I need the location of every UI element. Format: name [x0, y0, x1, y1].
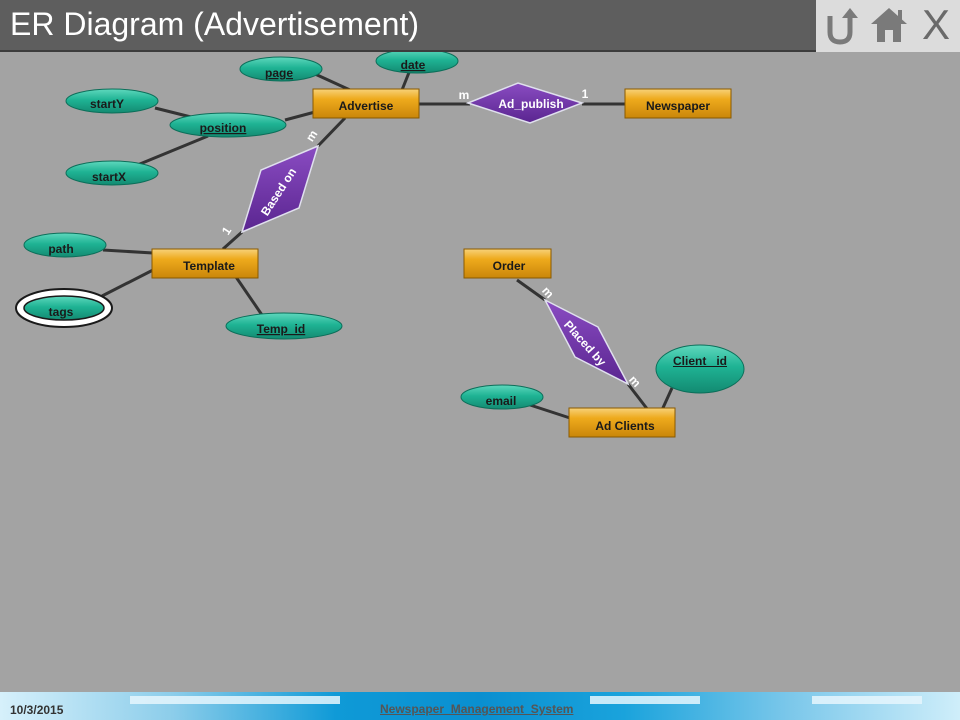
attribute-label: email: [486, 394, 517, 408]
attribute-label: path: [48, 242, 73, 256]
relationship-ad-publish[interactable]: Ad_publish: [465, 82, 585, 124]
attribute-client-id[interactable]: Client _id: [655, 344, 745, 394]
line-position-startx: [134, 134, 209, 168]
attribute-date[interactable]: date: [375, 52, 459, 74]
cardinality-adpublish-advertise: m: [459, 88, 470, 102]
footer-title: Newspaper_Management_System: [380, 702, 574, 716]
attribute-starty[interactable]: startY: [65, 88, 159, 114]
footer-bar: 10/3/2015 Newspaper_Management_System: [0, 692, 960, 720]
connector-lines: [101, 69, 674, 420]
attribute-label: page: [265, 66, 293, 80]
footer-stripe: [590, 696, 700, 704]
line-basedon-template: [221, 230, 244, 251]
back-icon[interactable]: [820, 2, 860, 48]
attribute-temp-id[interactable]: Temp_id: [225, 312, 343, 340]
er-diagram: Ad_publish Based on Placed by Advertise …: [15, 52, 745, 438]
close-icon[interactable]: X: [921, 1, 950, 48]
nav-controls: X: [816, 0, 960, 52]
entity-template[interactable]: Template: [151, 248, 259, 279]
entity-label: Ad Clients: [595, 419, 655, 433]
entity-order[interactable]: Order: [463, 248, 552, 279]
attribute-label: position: [200, 121, 247, 135]
line-clientid-clients: [660, 387, 674, 411]
line-advertise-basedon: [316, 116, 347, 148]
line-position-advertise: [284, 110, 316, 122]
page-title: ER Diagram (Advertisement): [10, 6, 419, 42]
line-page-advertise: [314, 72, 351, 92]
line-order-placedby: [516, 278, 546, 302]
attribute-page[interactable]: page: [239, 56, 323, 82]
entity-newspaper[interactable]: Newspaper: [624, 88, 732, 119]
line-path-template: [102, 248, 154, 255]
entity-label: Template: [183, 259, 235, 273]
attribute-label: date: [401, 58, 426, 72]
attribute-label: startY: [90, 97, 124, 111]
entity-label: Newspaper: [646, 99, 710, 113]
entity-advertise[interactable]: Advertise: [312, 88, 420, 119]
line-tags-template: [101, 268, 154, 298]
cardinality-adpublish-newspaper: 1: [582, 87, 589, 101]
attribute-tags[interactable]: tags: [15, 288, 113, 328]
home-icon[interactable]: [868, 2, 910, 48]
relationship-label: Ad_publish: [498, 97, 563, 111]
attribute-label: startX: [92, 170, 126, 184]
attribute-label: tags: [49, 305, 74, 319]
relationship-based-on[interactable]: Based on: [240, 144, 320, 234]
line-template-tempid: [234, 276, 264, 316]
attribute-path[interactable]: path: [23, 232, 107, 258]
title-bar: ER Diagram (Advertisement): [0, 0, 816, 52]
cardinality-basedon-advertise: m: [303, 128, 321, 145]
attribute-startx[interactable]: startX: [65, 160, 159, 186]
footer-stripe: [130, 696, 340, 704]
attribute-label: Temp_id: [257, 322, 305, 336]
attribute-email[interactable]: email: [460, 384, 544, 410]
entity-ad-clients[interactable]: Ad Clients: [568, 407, 676, 438]
cardinality-basedon-template: 1: [219, 224, 235, 237]
footer-date: 10/3/2015: [10, 703, 64, 717]
attribute-label: Client _id: [672, 354, 727, 368]
entity-label: Order: [493, 259, 526, 273]
entity-label: Advertise: [339, 99, 394, 113]
line-placedby-clients: [626, 383, 650, 411]
relationship-placed-by[interactable]: Placed by: [543, 298, 630, 386]
footer-stripe: [812, 696, 922, 704]
attribute-position[interactable]: position: [169, 112, 287, 138]
line-date-advertise: [400, 69, 412, 91]
line-email-clients: [526, 402, 571, 420]
